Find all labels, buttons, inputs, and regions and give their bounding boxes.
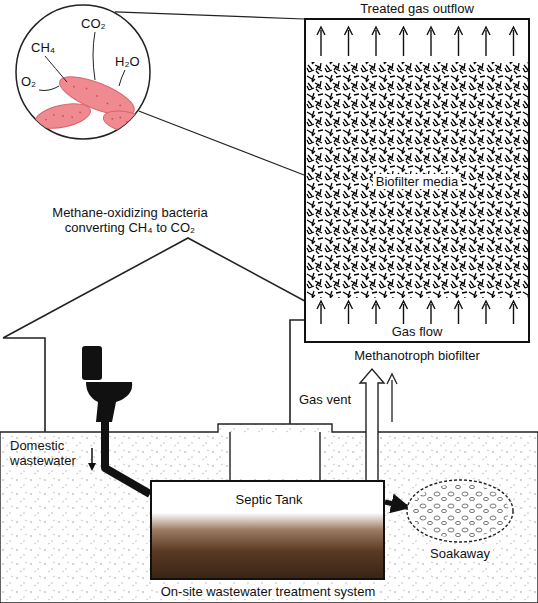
- chemical-label: CH₄: [31, 40, 55, 55]
- media-label: Biofilter media: [373, 174, 461, 189]
- ground-region: On-site wastewater treatment system Septi…: [0, 430, 538, 603]
- bacteria-zoom-circle: CH₄CO₂H₂OO₂Methane-oxidizing bacteria co…: [15, 4, 151, 140]
- soakaway-gravel: [411, 484, 509, 538]
- tank-label: Septic Tank: [236, 492, 303, 507]
- bacterium-dot: [119, 116, 121, 118]
- bacterium: [101, 107, 151, 137]
- bacteria-group: [33, 69, 151, 137]
- biofilter-box: Biofilter mediaGas flowMethanotroph biof…: [304, 18, 530, 365]
- box-caption: Methanotroph biofilter: [354, 348, 480, 363]
- bacterium-dot: [53, 114, 55, 116]
- outflow-label: Treated gas outflow: [360, 1, 474, 16]
- flow-label: Gas flow: [392, 324, 443, 339]
- bacterium-dot: [62, 115, 64, 117]
- bacterium-dot: [141, 124, 143, 126]
- media-texture: [306, 62, 528, 298]
- bacterium-dot: [106, 102, 108, 104]
- wastewater-label: Domestic wastewater: [10, 438, 86, 468]
- bacterium-body: [33, 99, 92, 132]
- edge-label: Gas vent: [296, 392, 354, 407]
- system-caption: On-site wastewater treatment system: [158, 584, 379, 599]
- chemical-label: H₂O: [115, 54, 140, 69]
- soakaway-outline: [407, 480, 513, 542]
- soakaway-label: Soakaway: [427, 546, 493, 561]
- flow-arrows: [317, 27, 518, 324]
- bacterium-dot: [73, 85, 75, 87]
- bacterium-dot: [79, 111, 81, 113]
- flow-arrow: [385, 502, 407, 507]
- zoom-caption: Methane-oxidizing bacteria converting CH…: [35, 205, 225, 235]
- bacterium-dot: [85, 87, 87, 89]
- gas-vent-arrow: [360, 369, 384, 480]
- bacterium-dot: [96, 95, 98, 97]
- bacterium-body: [101, 107, 151, 137]
- flow-arrow: [391, 380, 392, 422]
- chemical-label: CO₂: [81, 16, 106, 31]
- soakaway: Soakaway: [405, 478, 515, 564]
- flow-arrow-head: [387, 374, 397, 384]
- chemical-label: O₂: [21, 74, 36, 89]
- bacterium-dot: [119, 104, 121, 106]
- bacterium-dot: [111, 118, 113, 120]
- bacterium: [33, 99, 92, 132]
- bacterium-dot: [126, 121, 128, 123]
- bacterium-dot: [133, 125, 135, 127]
- septic-tank: Septic Tank: [150, 480, 385, 580]
- bacterium-dot: [45, 119, 47, 121]
- bacterium-dot: [71, 116, 73, 118]
- soakaway-ellipse: [405, 478, 515, 544]
